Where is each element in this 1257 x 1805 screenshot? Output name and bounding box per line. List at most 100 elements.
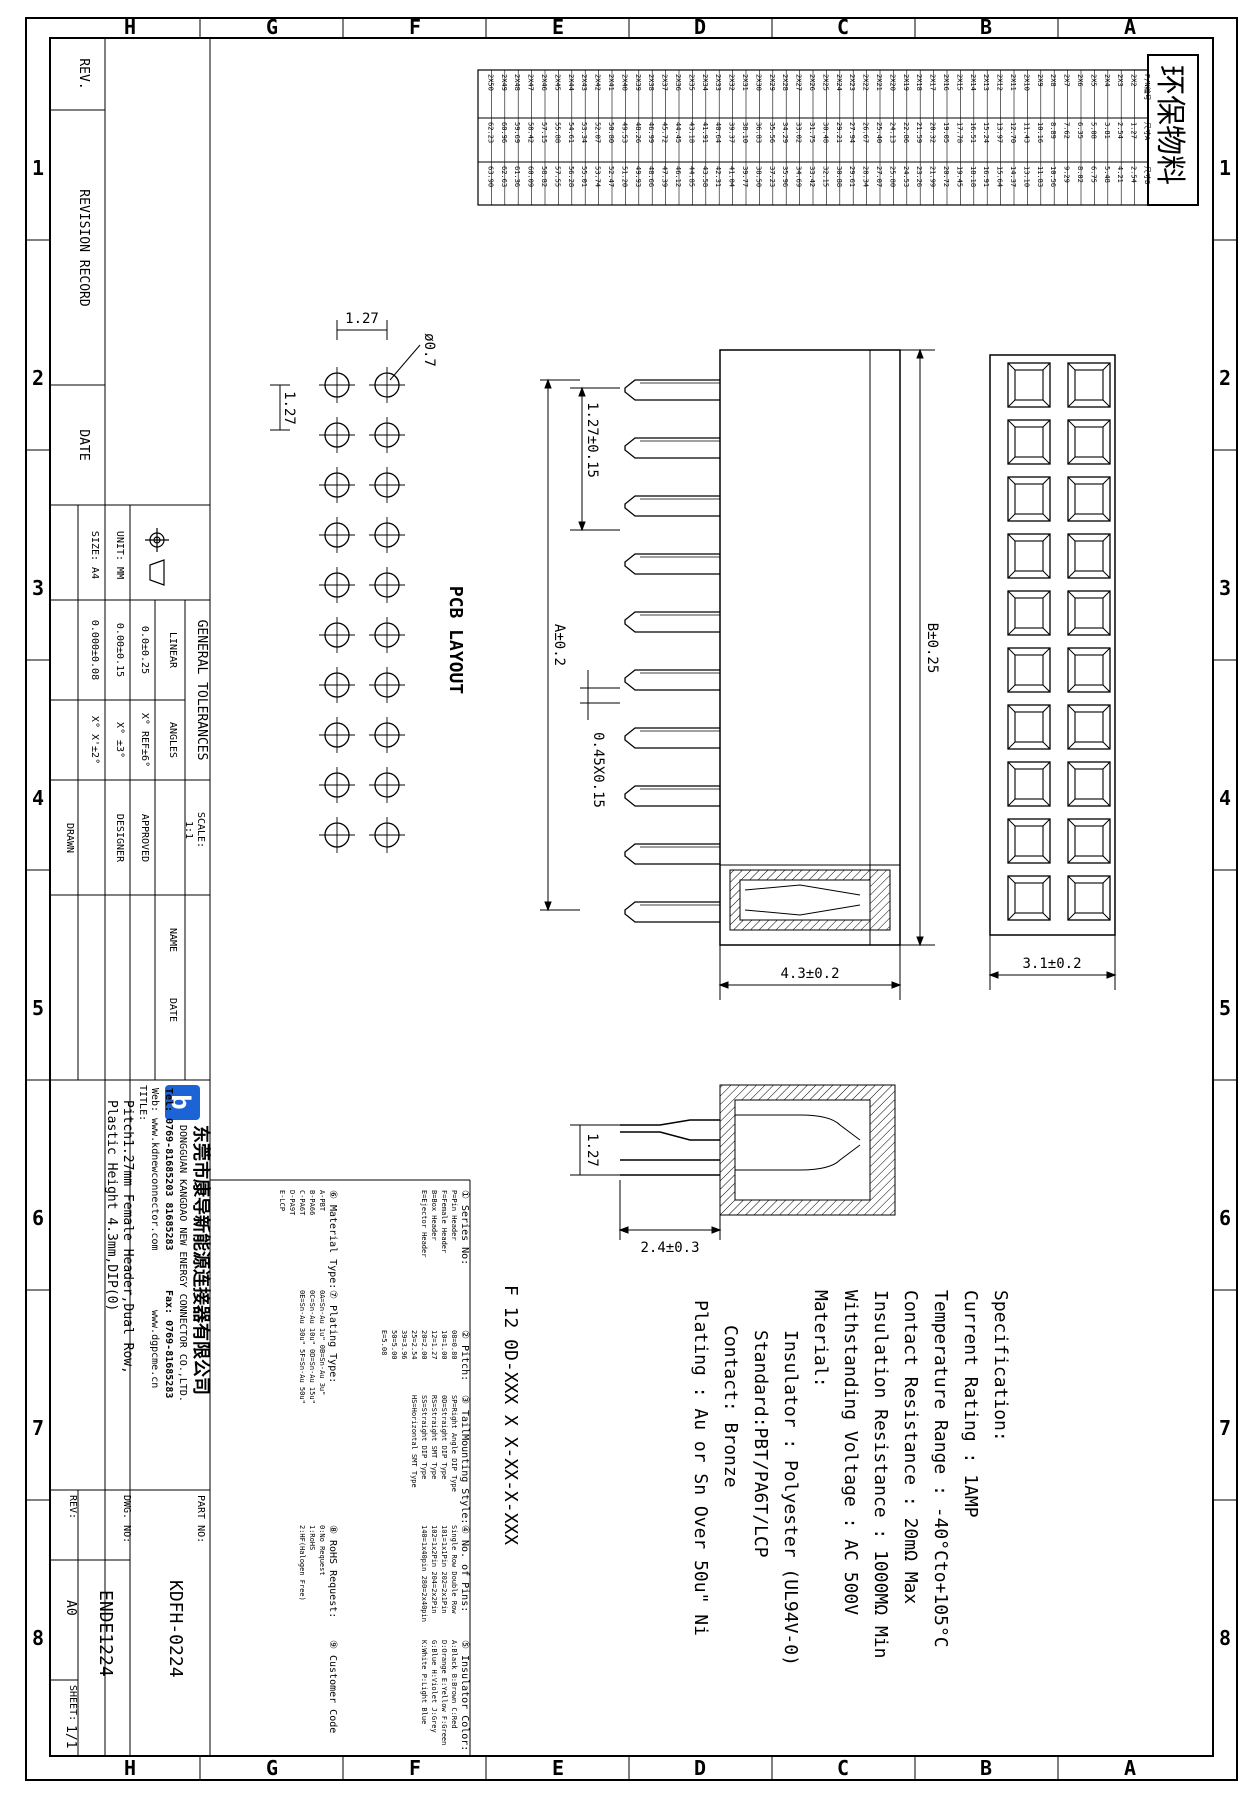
material-table-cell-45-1: 58.42 [527,122,535,143]
ordering-pitch-0: ② Pitch: [459,1330,470,1381]
approved-label: APPROVED [139,814,150,862]
material-table-cell-42-0: 2X44 [567,74,575,91]
material-table-cell-12-2: 18.18 [969,166,977,187]
material-table-cell-33-2: 44.85 [687,166,695,187]
revision-rev-label: REV. [76,58,91,89]
material-table-cell-25-1: 33.02 [795,122,803,143]
drawn-label: DRAWN [64,823,75,853]
material-table-cell-7-2: 11.83 [1036,166,1044,187]
material-table-cell-30-2: 41.04 [728,166,736,187]
pitch-label: 1.27±0.15 [584,402,600,478]
material-table-cell-5-2: 9.29 [1063,166,1071,183]
row-pitch-label: 1.27 [584,1133,600,1167]
ordering-plating-1: 0A=Sn-Au 1u" 0B=Sn-Au 3u" [318,1290,326,1395]
zone-d-top: D [694,15,706,39]
material-table-cell-15-1: 20.32 [929,122,937,143]
ordering-plating-2: 0C=Sn-Au 10u" 0D=Sn-Au 15u" [308,1290,316,1404]
material-table-cell-20-1: 26.67 [862,122,870,143]
ordering-rohs-0: ⑧ RoHS Request: [327,1525,338,1618]
material-table-cell-17-1: 22.86 [902,122,910,143]
material-table-cell-8-1: 11.43 [1022,122,1030,143]
material-table-cell-13-1: 17.78 [955,122,963,143]
general-tolerances-label: GENERAL TOLERANCES [194,620,209,761]
zone-h-top: H [124,15,136,39]
unit-label: UNIT: MM [114,531,125,579]
material-table-cell-31-0: 2X33 [714,74,722,91]
zone-e-top: E [552,15,564,39]
material-table-cell-22-1: 29.21 [835,122,843,143]
material-table-cell-23-2: 32.15 [821,166,829,187]
material-table-cell-32-1: 41.91 [701,122,709,143]
height-dimension-label: 4.3±0.2 [780,966,839,982]
length-b-label: B±0.25 [924,623,940,674]
material-table-cell-45-2: 60.09 [527,166,535,187]
ordering-rohs-3: 2:HF(Halogen Free) [298,1525,306,1601]
ordering-tail-style-0: ③ TailMounting Style: [459,1395,470,1524]
material-table-cell-3-1: 5.08 [1089,122,1097,139]
linear-label: LINEAR [167,632,178,669]
pin-width-dimension [580,670,620,720]
ordering-color-4: K:White P:Light Blue [420,1640,428,1724]
zone-4-left: 4 [32,786,44,810]
rev-label: REV: [67,1495,78,1519]
material-table-cell-30-0: 2X32 [728,74,736,91]
ordering-pitch-4: 20=2.00 [420,1330,428,1360]
zone-g-top: G [266,15,278,39]
dwg-no-value: ENDE1224 [95,1590,116,1677]
material-table-cell-36-0: 2X38 [647,74,655,91]
top-view [989,354,1116,936]
zone-3-left: 3 [32,576,44,600]
material-table-cell-8-0: 2X10 [1022,74,1030,91]
material-table-cell-28-0: 2X30 [754,74,762,91]
sheet-value: 1/1 [63,1725,78,1748]
material-table-cell-20-2: 28.34 [862,166,870,187]
material-table-cell-27-2: 37.23 [768,166,776,187]
length-b-dimension [900,348,935,947]
material-table-cell-7-1: 10.16 [1036,122,1044,143]
side-pins [624,379,720,923]
material-table-cell-26-2: 35.96 [781,166,789,187]
material-table-cell-0-0: 2X2 [1130,74,1138,87]
ordering-material-2: B-PA66 [308,1190,316,1215]
spec-line-3: Contact Resistance : 20mΩ Max [900,1290,921,1604]
ordering-pins-0: ④ No. of Pins: [459,1525,470,1612]
ordering-pitch-5: 25=2.54 [410,1330,418,1360]
pcb-pitch-dims [270,320,421,431]
company-name-cn: 东莞市康导新能源连接器有限公司 [190,1125,212,1395]
tol-angle-2: X° ±3° [114,722,125,758]
material-table-cell-43-2: 57.55 [553,166,561,187]
height-dimension [718,945,902,1000]
pin-width-label: 0.45X0.15 [590,732,606,808]
material-table-cell-13-2: 19.45 [955,166,963,187]
ordering-code-block: F 12 0D-XXX X X-XX-X-XXX ① Series No:P=P… [278,1190,521,1751]
ordering-tail-style-4: SS=Straight DIP Type [420,1395,428,1479]
material-table-cell-45-0: 2X47 [527,74,535,91]
ordering-pitch-2: 10=1.00 [440,1330,448,1360]
ordering-rohs-2: 1:RoHS [308,1525,316,1550]
material-table-cell-48-0: 2X50 [486,74,494,91]
zone-a-bottom: A [1124,1756,1136,1780]
material-table-cell-19-1: 25.40 [875,122,883,143]
sheet-label: SHEET: [67,1685,78,1721]
company-logo: b [165,1085,200,1120]
material-table-cell-15-2: 21.99 [929,166,937,187]
material-table-cell-29-0: 2X31 [741,74,749,91]
material-table-cell-1-0: 2X3 [1116,74,1124,87]
ordering-pitch-8: E=5.08 [380,1330,388,1355]
material-table-cell-25-0: 2X27 [795,74,803,91]
material-table-cell-0-2: 2.54 [1130,166,1138,183]
ordering-series-0: ① Series No: [459,1190,470,1265]
zone-7-left: 7 [32,1416,44,1440]
designer-label: DESIGNER [114,814,125,863]
material-table-header-1: 尺寸A [1143,122,1152,141]
ordering-plating-3: 0E=Sn-Au 30u" 5F=Sn-Au 50u" [298,1290,306,1404]
specification-block: Specification:Current Rating : 1AMPTempe… [690,1290,1011,1666]
material-table-cell-9-1: 12.70 [1009,122,1017,143]
zone-d-bottom: D [694,1756,706,1780]
material-table-cell-37-1: 48.26 [634,122,642,143]
angles-label: ANGLES [167,722,178,758]
material-table-cell-27-1: 35.56 [768,122,776,143]
ordering-rohs-1: 0:No Request [318,1525,326,1576]
spec-line-7: Insulator : Polyester (UL94V-0) [780,1330,801,1666]
